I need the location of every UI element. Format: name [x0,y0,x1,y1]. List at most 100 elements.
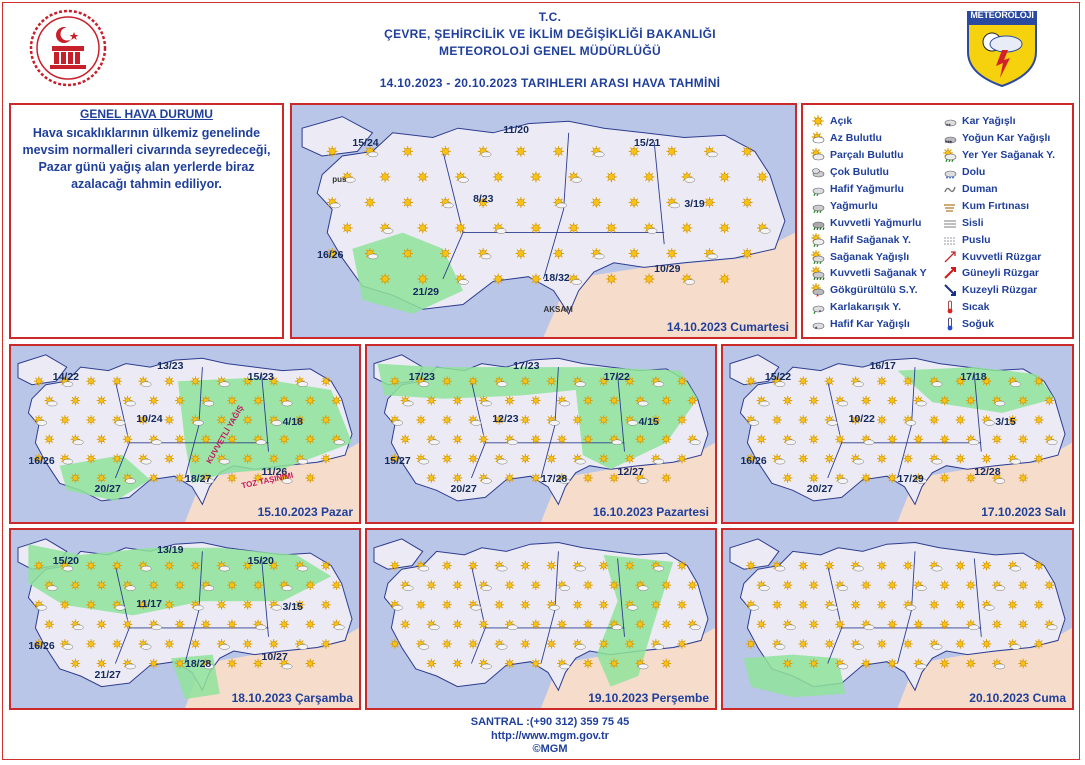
turkey-map [11,346,359,522]
forecast-sun-icon [808,580,819,590]
forecast-sun-icon [1018,434,1028,445]
forecast-cloud-icon [931,381,943,387]
region-boundary [973,558,982,637]
forecast-cloud-icon [853,381,864,387]
legend-item: Yer Yer Sağanak Y. [943,147,1055,164]
forecast-sun-icon [402,146,414,157]
forecast-sun-icon [808,395,819,406]
forecast-sun-icon [661,658,672,669]
forecast-sun-icon [112,453,122,464]
forecast-cloud-icon [470,605,482,611]
forecast-sun-icon [60,415,70,425]
forecast-sun-icon [326,248,338,259]
temperature-label: 16/26 [317,248,344,261]
forecast-sun-icon [504,473,515,483]
weather-symbol-icon [811,266,825,281]
legend-item: Gökgürültülü S.Y. [811,282,927,299]
forecast-sun-icon [253,473,263,483]
map-date-label: 20.10.2023 Cuma [969,691,1066,705]
forecast-cloud-icon [62,381,74,387]
legend-item: Dolu [943,164,1055,181]
forecast-sun-icon [677,453,687,464]
forecast-cloud-icon [627,420,638,426]
forecast-sun-icon [227,395,237,406]
forecast-cloud-icon [281,400,293,407]
forecast-sun-icon [305,434,316,445]
forecast-sun-icon [390,453,400,464]
forecast-sun-icon [887,658,898,669]
forecast-sun-icon [546,453,557,464]
forecast-sun-icon [530,395,541,406]
forecast-sun-icon [850,415,861,425]
forecast-cloud-icon [140,458,152,465]
forecast-cloud-icon [255,439,267,446]
forecast-cloud-icon [707,151,718,158]
forecast-sun-icon [1044,395,1055,406]
forecast-sun-icon [661,395,672,406]
forecast-sun-icon [86,639,96,649]
region-boundary [973,374,982,452]
forecast-cloud-icon [559,400,571,407]
weather-symbol-icon: * [812,322,825,331]
forecast-sun-icon [798,453,809,464]
forecast-sun-icon [379,171,391,183]
forecast-sun-icon [583,619,593,630]
forecast-sun-icon [426,658,437,669]
forecast-sun-icon [34,376,44,386]
weather-symbol-icon [944,204,955,212]
forecast-sun-icon [268,376,279,386]
forecast-sun-icon [520,599,531,610]
forecast-cloud-icon [994,663,1006,670]
region-boundary [470,381,486,479]
forecast-sun-icon [400,619,411,630]
forecast-sun-icon [598,639,609,649]
temperature-label: 16/17 [869,360,896,373]
forecast-sun-icon [719,273,730,285]
forecast-sun-icon [635,434,645,445]
forecast-cloud-icon [281,585,293,591]
forecast-sun-icon [242,453,253,464]
forecast-cloud-icon [575,644,586,650]
forecast-cloud-icon [571,177,582,183]
forecast-sun-icon [515,146,527,157]
forecast-sun-icon [756,434,767,445]
forecast-sun-icon [426,395,437,406]
forecast-sun-icon [174,434,185,445]
forecast-sun-icon [981,376,992,386]
weather-symbol-icon [811,232,825,247]
legend-label: Sıcak [962,301,990,314]
temperature-label: 14/22 [52,370,80,383]
forecast-cloud-icon [403,585,414,591]
forecast-sun-icon [1007,415,1018,425]
forecast-cloud-icon [219,458,230,465]
weather-symbol-icon [944,250,956,263]
forecast-sun-icon [148,580,159,590]
forecast-sun-icon [782,658,793,669]
temperature-label: 15/21 [634,137,661,150]
forecast-sun-icon [364,197,376,208]
forecast-sun-icon [530,473,541,483]
forecast-sun-icon [478,434,489,445]
forecast-cloud-icon [1010,381,1021,387]
forecast-cloud-icon [931,644,943,650]
forecast-sun-icon [746,376,756,386]
forecast-cloud-icon [418,381,430,387]
forecast-cloud-icon [994,400,1006,407]
forecast-sun-icon [174,619,185,630]
forecast-sun-icon [1018,473,1028,483]
forecast-sun-icon [782,395,793,406]
forecast-sun-icon [70,395,81,406]
forecast-sun-icon [331,580,342,590]
forecast-sun-icon [835,619,845,630]
forecast-sun-icon [572,415,583,425]
forecast-sun-icon [704,197,715,208]
forecast-sun-icon [96,434,107,445]
forecast-cloud-icon [418,644,430,650]
forecast-sun-icon [624,639,635,649]
forecast-cloud-icon [916,585,927,591]
forecast-cloud-icon [62,644,74,650]
forecast-sun-icon [70,473,81,483]
forecast-sun-icon [242,415,253,425]
forecast-sun-icon [112,376,122,386]
